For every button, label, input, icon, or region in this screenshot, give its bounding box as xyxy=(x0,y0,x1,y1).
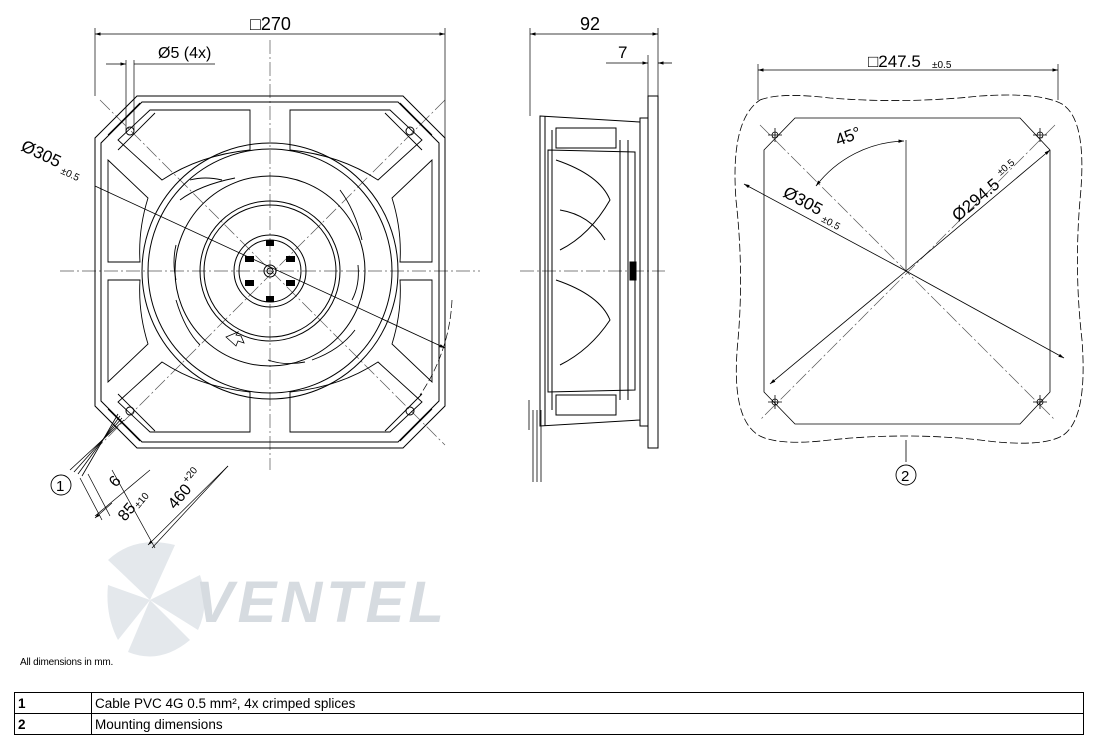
flange-dim: 7 xyxy=(618,43,627,62)
cable-callout-1: 1 xyxy=(50,474,72,496)
mounting-square-dim: □247.5 ±0.5 xyxy=(868,52,952,71)
fan-hub xyxy=(233,234,307,308)
svg-text:Ø305: Ø305 xyxy=(780,183,826,219)
ventel-watermark: VENTEL xyxy=(107,542,448,657)
overall-width-dim: □270 xyxy=(250,14,291,34)
svg-text:Ø305: Ø305 xyxy=(18,136,64,171)
svg-text:1: 1 xyxy=(56,478,64,495)
mounting-holes xyxy=(125,126,415,416)
legend-table: 1 Cable PVC 4G 0.5 mm², 4x crimped splic… xyxy=(14,692,1084,735)
svg-text:±0.5: ±0.5 xyxy=(932,60,952,71)
cable-dim-460: 460 +20 xyxy=(165,465,201,513)
svg-text:+20: +20 xyxy=(181,465,201,485)
mounting-hole-marks xyxy=(768,128,1047,409)
mounting-cutout-outline xyxy=(734,94,1084,444)
angle-dim: 45° xyxy=(833,123,864,150)
svg-text:±0.5: ±0.5 xyxy=(995,157,1017,178)
dimension-note: All dimensions in mm. xyxy=(20,657,114,668)
side-flange xyxy=(647,95,659,449)
svg-text:Ø294.5: Ø294.5 xyxy=(948,175,1003,225)
watermark-text: VENTEL xyxy=(195,570,448,635)
svg-text:2: 2 xyxy=(901,468,909,485)
cable-dim-85: 85 ±10 xyxy=(115,491,152,525)
side-view xyxy=(520,28,672,482)
legend-text: Mounting dimensions xyxy=(91,713,1084,735)
mounting-callout-2: 2 xyxy=(895,464,917,486)
outer-diameter-label: Ø305 ±0.5 xyxy=(18,136,82,184)
impeller-outer xyxy=(141,142,399,400)
legend-text: Cable PVC 4G 0.5 mm², 4x crimped splices xyxy=(91,692,1084,714)
svg-text:□247.5: □247.5 xyxy=(868,52,921,71)
legend-row: 2 Mounting dimensions xyxy=(14,713,1084,735)
legend-number: 2 xyxy=(14,713,92,735)
cable xyxy=(69,413,125,477)
fan-housing xyxy=(94,95,446,449)
hole-diameter-dim: Ø5 (4x) xyxy=(158,45,211,62)
legend-row: 1 Cable PVC 4G 0.5 mm², 4x crimped splic… xyxy=(14,692,1084,714)
technical-drawing: VENTEL xyxy=(18,14,1084,657)
svg-text:460: 460 xyxy=(165,481,195,512)
depth-dim: 92 xyxy=(580,14,600,34)
mounting-view xyxy=(734,64,1084,462)
front-view xyxy=(60,28,480,549)
mounting-diagonal-dim-294: Ø294.5 ±0.5 xyxy=(948,157,1017,225)
svg-text:±0.5: ±0.5 xyxy=(59,166,82,184)
legend-number: 1 xyxy=(14,692,92,714)
